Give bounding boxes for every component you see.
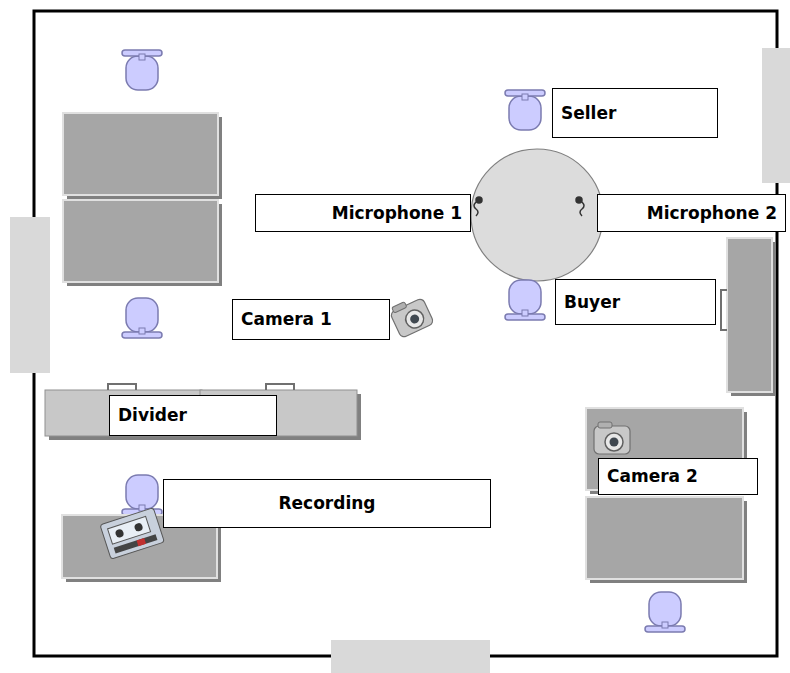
label-text: Camera 2 [607, 466, 698, 486]
label-text: Divider [118, 405, 187, 425]
label-box: Seller [552, 88, 718, 138]
microphone-symbol [474, 197, 584, 216]
divider-panel [45, 384, 361, 440]
door [10, 217, 50, 373]
label-text: Buyer [564, 292, 620, 312]
round-table [471, 149, 603, 281]
door [10, 217, 50, 373]
label-text: Camera 1 [241, 309, 332, 329]
door [331, 640, 490, 673]
room-wall [34, 11, 777, 656]
label-box: Camera 1 [232, 299, 390, 340]
window [762, 48, 790, 183]
label-box: Microphone 2 [597, 194, 786, 232]
label-text: Microphone 2 [647, 203, 777, 223]
label-text: Recording [278, 493, 375, 513]
window [762, 48, 790, 183]
recorder-symbol [100, 508, 164, 560]
label-box: Camera 2 [598, 458, 758, 495]
door [331, 640, 490, 673]
label-box: Buyer [555, 279, 716, 325]
label-text: Microphone 1 [332, 203, 462, 223]
label-text: Seller [561, 103, 616, 123]
table [63, 113, 222, 286]
label-box: Microphone 1 [255, 194, 471, 232]
label-box: Recording [163, 479, 491, 528]
label-box: Divider [109, 395, 277, 436]
